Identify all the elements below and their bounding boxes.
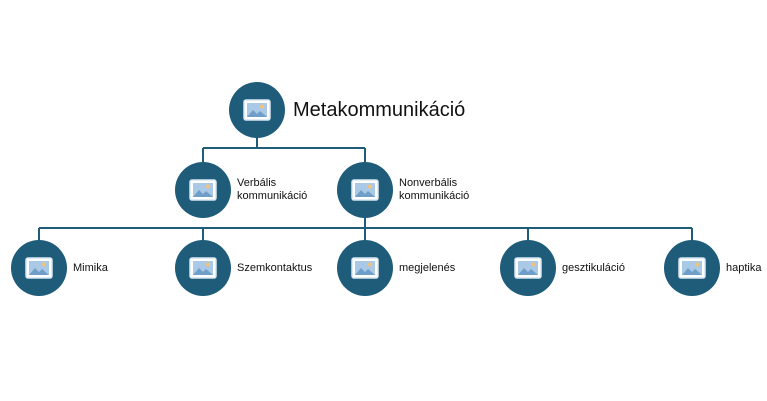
- picture-placeholder-icon: [351, 257, 379, 279]
- node-circle: [175, 240, 231, 296]
- node-verbalis-kommunikacio: Verbális kommunikáció: [175, 162, 307, 218]
- node-label: haptika: [726, 261, 762, 274]
- node-mimika: Mimika: [11, 240, 108, 296]
- node-circle: [337, 240, 393, 296]
- node-circle: [664, 240, 720, 296]
- picture-placeholder-icon: [514, 257, 542, 279]
- root-node: Metakommunikáció: [229, 82, 465, 138]
- node-circle: [500, 240, 556, 296]
- node-label: megjelenés: [399, 261, 456, 274]
- node-label: gesztikuláció: [562, 261, 625, 274]
- node-nonverbalis-kommunikacio: Nonverbális kommunikáció: [337, 162, 469, 218]
- picture-placeholder-icon: [189, 257, 217, 279]
- label-line: kommunikáció: [237, 190, 308, 202]
- label-line: kommunikáció: [399, 190, 470, 202]
- node-label: Szemkontaktus: [237, 261, 313, 274]
- picture-placeholder-icon: [678, 257, 706, 279]
- node-label: Verbális kommunikáció: [237, 177, 307, 203]
- node-label: Mimika: [73, 261, 108, 274]
- picture-placeholder-icon: [351, 179, 379, 201]
- node-szemkontaktus: Szemkontaktus: [175, 240, 312, 296]
- picture-placeholder-icon: [25, 257, 53, 279]
- node-megjelenes: megjelenés: [337, 240, 455, 296]
- label-line: Verbális: [237, 177, 277, 189]
- node-label: Nonverbális kommunikáció: [399, 177, 469, 203]
- node-circle: [11, 240, 67, 296]
- picture-placeholder-icon: [243, 99, 271, 121]
- root-label: Metakommunikáció: [293, 99, 466, 121]
- node-gesztikulacio: gesztikuláció: [500, 240, 625, 296]
- label-line: Nonverbális: [399, 177, 458, 189]
- root-circle: [229, 82, 285, 138]
- picture-placeholder-icon: [189, 179, 217, 201]
- node-haptika: haptika: [664, 240, 761, 296]
- node-circle: [337, 162, 393, 218]
- node-circle: [175, 162, 231, 218]
